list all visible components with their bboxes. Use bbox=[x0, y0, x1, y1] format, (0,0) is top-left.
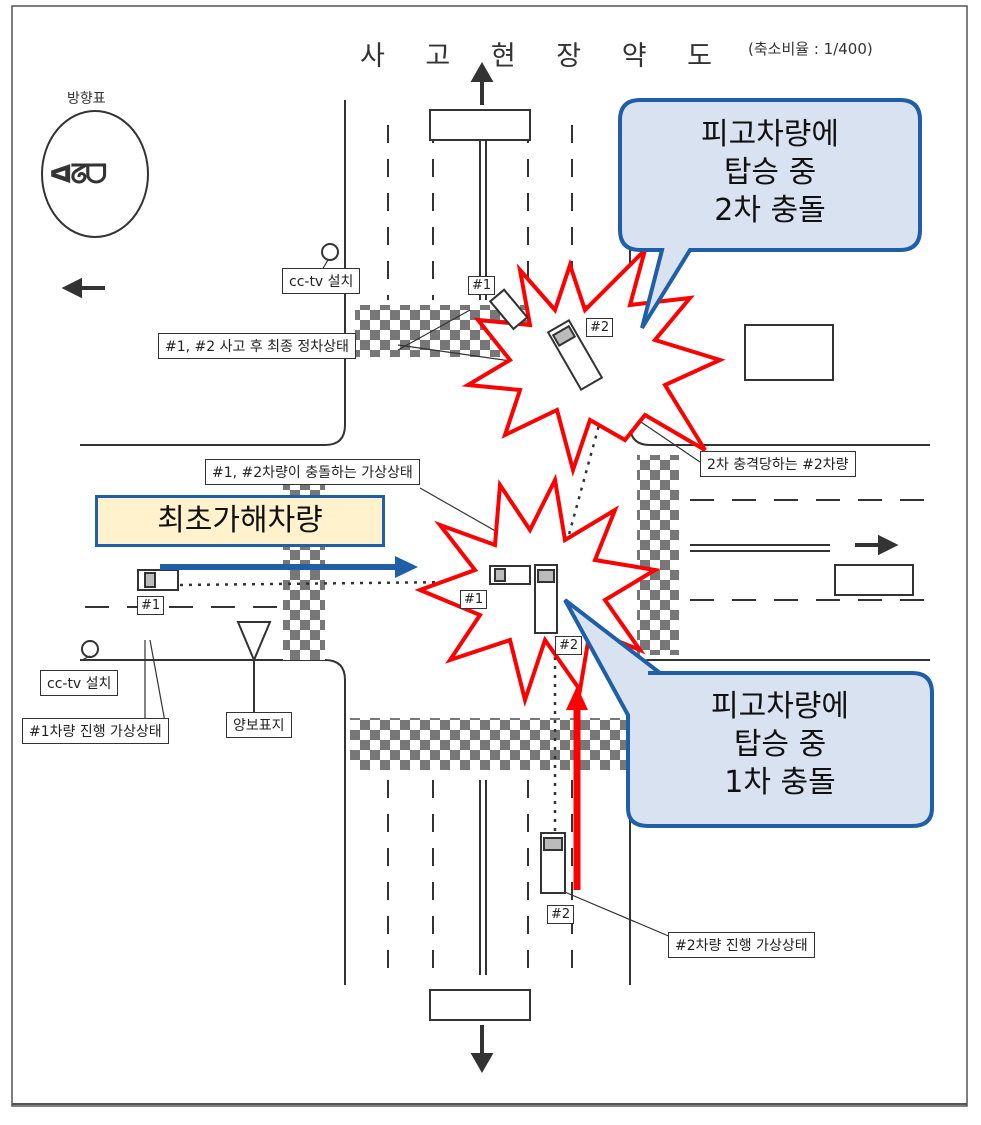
road-edge-nw bbox=[80, 100, 346, 446]
blue-direction-arrow bbox=[160, 556, 418, 578]
callout-top-line3: 2차 충돌 bbox=[714, 193, 826, 228]
label-cctv-top: cc-tv 설치 bbox=[282, 268, 361, 294]
tag-car2-collision: #2 bbox=[555, 636, 583, 655]
sign-top bbox=[429, 109, 531, 141]
compass-icon: ᐊᘔᗜ bbox=[49, 160, 107, 190]
callout-top-line2: 탑승 중 bbox=[723, 155, 817, 190]
tag-car1-start: #1 bbox=[137, 596, 165, 615]
callout-top-line1: 피고차량에 bbox=[701, 117, 839, 152]
tag-car1-final: #1 bbox=[468, 276, 496, 295]
direction-label: 방향표 bbox=[67, 91, 106, 107]
callout-bubble-bottom bbox=[563, 598, 934, 828]
callout-bottom-line1: 피고차량에 bbox=[711, 689, 849, 724]
vehicle-2-start bbox=[540, 832, 566, 894]
center-line-bottom bbox=[479, 780, 487, 975]
arrow-west bbox=[61, 277, 105, 299]
callout-bubble-top bbox=[618, 98, 922, 330]
label-yield-sign: 양보표지 bbox=[226, 712, 292, 738]
label-car2-progress: #2차량 진행 가상상태 bbox=[668, 932, 815, 958]
label-cctv-left: cc-tv 설치 bbox=[40, 670, 119, 696]
label-final-stop: #1, #2 사고 후 최종 정차상태 bbox=[158, 333, 356, 359]
vehicle-1-start bbox=[137, 569, 179, 591]
vehicle-2-collision-top bbox=[534, 564, 558, 634]
page-frame bbox=[11, 5, 968, 1107]
scale-ratio: (축소비율 : 1/400) bbox=[748, 40, 873, 58]
tag-car2-final: #2 bbox=[586, 318, 614, 337]
arrow-south bbox=[470, 1025, 494, 1074]
yield-sign-icon bbox=[236, 621, 272, 712]
arrow-east bbox=[855, 534, 899, 556]
vehicle-1-collision-top bbox=[489, 565, 531, 585]
vehicle-2-final-top bbox=[546, 319, 604, 391]
tag-car2-start: #2 bbox=[547, 905, 575, 924]
sign-bottom bbox=[429, 989, 531, 1021]
label-initial-offender: 최초가해차량 bbox=[95, 495, 385, 547]
road-edge-sw bbox=[80, 659, 346, 985]
label-car1-progress: #1차량 진행 가상상태 bbox=[22, 718, 169, 744]
vehicle-1-final-top bbox=[488, 288, 529, 331]
callout-bottom-text: 피고차량에 탑승 중 1차 충돌 bbox=[635, 688, 925, 802]
callout-top-text: 피고차량에 탑승 중 2차 충돌 bbox=[625, 116, 915, 230]
crosswalk-south bbox=[350, 718, 630, 770]
arrow-north bbox=[470, 61, 494, 105]
diagram-title: 사 고 현 장 약 도 bbox=[360, 41, 728, 72]
label-hypothetical-collision: #1, #2차량이 충돌하는 가상상태 bbox=[205, 459, 420, 485]
center-line-top bbox=[479, 140, 487, 300]
tag-car1-collision: #1 bbox=[460, 590, 488, 609]
cctv-marker-left bbox=[81, 640, 99, 658]
cctv-marker-top bbox=[321, 243, 339, 261]
callout-bottom-line2: 탑승 중 bbox=[733, 727, 827, 762]
red-direction-arrow bbox=[566, 686, 588, 890]
center-line-right bbox=[690, 544, 830, 552]
sign-right-bottom bbox=[834, 564, 914, 596]
label-second-impact: 2차 충격당하는 #2차량 bbox=[700, 451, 856, 477]
sign-right-top bbox=[744, 324, 834, 381]
compass-ellipse bbox=[41, 110, 149, 238]
callout-bottom-line3: 1차 충돌 bbox=[724, 765, 836, 800]
crosswalk-east bbox=[637, 455, 679, 655]
